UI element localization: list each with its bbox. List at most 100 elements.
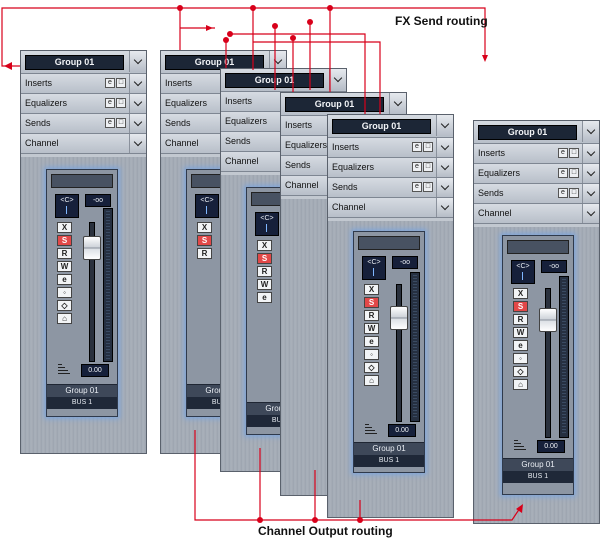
fader-value[interactable]: 0.00	[81, 364, 109, 377]
equalizers-section[interactable]: Equalizers e□	[328, 158, 453, 178]
write-button[interactable]: W	[513, 327, 528, 338]
edit-button[interactable]: e	[513, 340, 528, 351]
write-button[interactable]: W	[257, 279, 272, 290]
pan-display[interactable]: <C>	[55, 194, 79, 218]
inserts-section[interactable]: Inserts e□	[328, 138, 453, 158]
strip-name-field[interactable]: Group 01	[25, 55, 124, 70]
edit-button[interactable]: e	[257, 292, 272, 303]
edit-icon[interactable]: e	[105, 98, 115, 108]
output-bus-label[interactable]: BUS 1	[354, 455, 424, 467]
mute-button[interactable]: X	[257, 240, 272, 251]
chevron-down-icon[interactable]	[389, 93, 406, 114]
eq-bypass-icon[interactable]: ◇	[364, 362, 379, 373]
chevron-down-icon[interactable]	[436, 178, 453, 197]
bypass-icon[interactable]: □	[569, 188, 579, 198]
inserts-section[interactable]: Inserts e□	[474, 144, 599, 164]
solo-button[interactable]: S	[513, 301, 528, 312]
bypass-icon[interactable]: □	[116, 118, 126, 128]
fader-track[interactable]	[545, 288, 551, 438]
read-button[interactable]: R	[197, 248, 212, 259]
mute-button[interactable]: X	[57, 222, 72, 233]
strip-name-field[interactable]: Group 01	[285, 97, 384, 112]
edit-icon[interactable]: e	[558, 188, 568, 198]
mute-button[interactable]: X	[364, 284, 379, 295]
chevron-down-icon[interactable]	[436, 115, 453, 136]
fader-value[interactable]: 0.00	[388, 424, 416, 437]
chevron-down-icon[interactable]	[582, 204, 599, 223]
edit-icon[interactable]: e	[558, 148, 568, 158]
equalizers-section[interactable]: Equalizers e□	[21, 94, 146, 114]
edit-button[interactable]: e	[364, 336, 379, 347]
send-bypass-icon[interactable]: ⌂	[513, 379, 528, 390]
edit-icon[interactable]: e	[105, 118, 115, 128]
chevron-down-icon[interactable]	[269, 51, 286, 72]
chevron-down-icon[interactable]	[582, 164, 599, 183]
read-button[interactable]: R	[513, 314, 528, 325]
channel-section[interactable]: Channel	[474, 204, 599, 224]
chevron-down-icon[interactable]	[129, 114, 146, 133]
strip-name-field[interactable]: Group 01	[332, 119, 431, 134]
bypass-icon[interactable]: □	[569, 168, 579, 178]
solo-button[interactable]: S	[57, 235, 72, 246]
solo-button[interactable]: S	[257, 253, 272, 264]
equalizers-section[interactable]: Equalizers e□	[474, 164, 599, 184]
bypass-icon[interactable]: □	[116, 78, 126, 88]
automation-icon[interactable]	[514, 440, 526, 450]
strip-name-field[interactable]: Group 01	[165, 55, 264, 70]
pan-display[interactable]: <C>	[255, 212, 279, 236]
read-button[interactable]: R	[57, 248, 72, 259]
edit-icon[interactable]: e	[412, 162, 422, 172]
sends-section[interactable]: Sends e□	[21, 114, 146, 134]
read-button[interactable]: R	[364, 310, 379, 321]
insert-bypass-icon[interactable]: ◦	[364, 349, 379, 360]
strip-name-field[interactable]: Group 01	[478, 125, 577, 140]
mute-button[interactable]: X	[513, 288, 528, 299]
automation-icon[interactable]	[365, 424, 377, 434]
pan-display[interactable]: <C>	[362, 256, 386, 280]
solo-button[interactable]: S	[197, 235, 212, 246]
fader-cap-icon[interactable]	[539, 308, 557, 332]
solo-button[interactable]: S	[364, 297, 379, 308]
bypass-icon[interactable]: □	[423, 182, 433, 192]
chevron-down-icon[interactable]	[129, 94, 146, 113]
edit-icon[interactable]: e	[558, 168, 568, 178]
edit-button[interactable]: e	[57, 274, 72, 285]
inserts-section[interactable]: Inserts e□	[21, 74, 146, 94]
chevron-down-icon[interactable]	[129, 134, 146, 153]
fader-value[interactable]: 0.00	[537, 440, 565, 453]
bypass-icon[interactable]: □	[569, 148, 579, 158]
channel-section[interactable]: Channel	[328, 198, 453, 218]
read-button[interactable]: R	[257, 266, 272, 277]
write-button[interactable]: W	[364, 323, 379, 334]
output-bus-label[interactable]: BUS 1	[47, 397, 117, 409]
chevron-down-icon[interactable]	[436, 158, 453, 177]
insert-bypass-icon[interactable]: ◦	[57, 287, 72, 298]
send-bypass-icon[interactable]: ⌂	[364, 375, 379, 386]
chevron-down-icon[interactable]	[129, 74, 146, 93]
chevron-down-icon[interactable]	[436, 138, 453, 157]
channel-section[interactable]: Channel	[21, 134, 146, 154]
fader-track[interactable]	[89, 222, 95, 362]
send-bypass-icon[interactable]: ⌂	[57, 313, 72, 324]
chevron-down-icon[interactable]	[582, 184, 599, 203]
automation-icon[interactable]	[58, 364, 70, 374]
chevron-down-icon[interactable]	[582, 121, 599, 142]
bypass-icon[interactable]: □	[423, 162, 433, 172]
pan-display[interactable]: <C>	[195, 194, 219, 218]
fader-track[interactable]	[396, 284, 402, 422]
insert-bypass-icon[interactable]: ◦	[513, 353, 528, 364]
chevron-down-icon[interactable]	[436, 198, 453, 217]
edit-icon[interactable]: e	[105, 78, 115, 88]
fader-cap-icon[interactable]	[83, 236, 101, 260]
bypass-icon[interactable]: □	[423, 142, 433, 152]
chevron-down-icon[interactable]	[582, 144, 599, 163]
sends-section[interactable]: Sends e□	[328, 178, 453, 198]
edit-icon[interactable]: e	[412, 182, 422, 192]
bypass-icon[interactable]: □	[116, 98, 126, 108]
eq-bypass-icon[interactable]: ◇	[513, 366, 528, 377]
write-button[interactable]: W	[57, 261, 72, 272]
output-bus-label[interactable]: BUS 1	[503, 471, 573, 483]
sends-section[interactable]: Sends e□	[474, 184, 599, 204]
eq-bypass-icon[interactable]: ◇	[57, 300, 72, 311]
fader-cap-icon[interactable]	[390, 306, 408, 330]
